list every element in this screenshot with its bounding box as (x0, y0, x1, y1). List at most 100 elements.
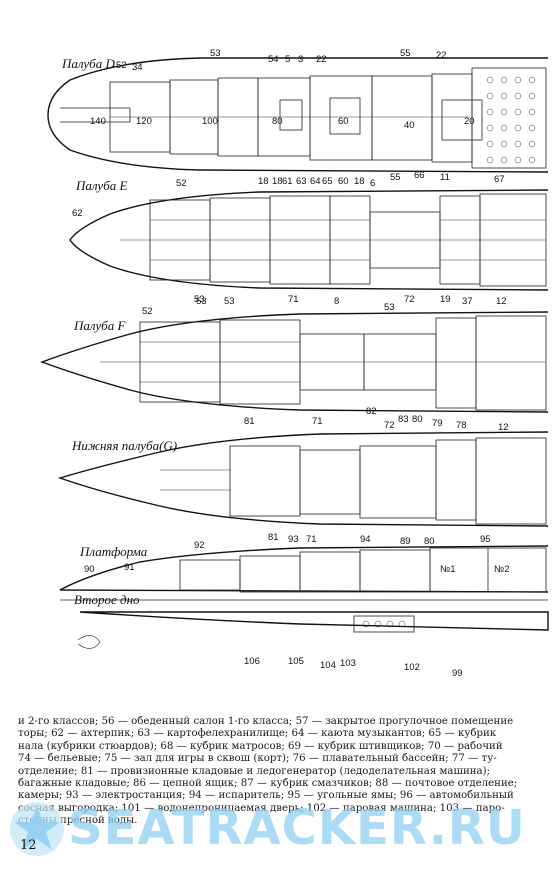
callout: 22 (316, 54, 327, 65)
callout: 79 (432, 418, 443, 429)
callout: 67 (494, 174, 505, 185)
legend-text: и 2-го классов; 56 — обеденный салон 1-г… (18, 716, 536, 828)
callout: 66 (414, 170, 425, 181)
legend-line: отделение; 81 — провизионные кладовые и … (18, 765, 491, 777)
callout: 11 (440, 172, 450, 183)
callout: 18 (258, 176, 269, 187)
callout: 93 (288, 534, 299, 545)
callout: 53 (194, 294, 205, 305)
deck-d-label: Палуба D (61, 56, 115, 71)
callout: 62 (72, 208, 83, 219)
callout: 140 (90, 116, 106, 127)
callout: 53 (196, 296, 207, 307)
callout: 60 (338, 116, 349, 127)
callout: 52 (142, 306, 153, 317)
callout: 6 (370, 178, 375, 189)
deck-plans-drawing: Палуба D 52 34 53 54 5 3 22 55 22 60 40 … (39, 48, 549, 679)
lower-deck-label: Нижняя палуба(G) (71, 438, 177, 453)
callout: 61 (282, 176, 293, 187)
callout: 83 (398, 414, 409, 425)
callout: 106 (244, 656, 260, 667)
callout: 55 (400, 48, 411, 59)
deck-f-callouts: 52 53 81 71 82 72 83 80 79 78 12 (142, 296, 509, 433)
callout: 53 (210, 48, 221, 59)
callout: 65 (322, 176, 333, 187)
second-bottom-label: Второе дно (74, 592, 140, 607)
page-number: 12 (20, 838, 37, 853)
lower-deck-plan: Нижняя палуба(G) 94 89 80 95 №1 №2 (57, 431, 549, 575)
watermark: SEATRACKER.RU (68, 800, 526, 856)
legend-line: сосная выгородка; 101 — водонепроницаема… (18, 802, 505, 814)
callout: 105 (288, 656, 304, 667)
callout: 95 (480, 534, 491, 545)
callout: 102 (404, 662, 420, 673)
callout: 80 (412, 414, 423, 425)
callout: 40 (404, 120, 415, 131)
callout: 34 (132, 62, 143, 73)
callout: 89 (400, 536, 411, 547)
callout: 71 (312, 416, 323, 427)
callout: 18 (272, 176, 283, 187)
callout: 72 (404, 294, 415, 305)
callout: 81 (268, 532, 279, 543)
deck-e-label: Палуба E (75, 178, 127, 193)
callout: 19 (440, 294, 451, 305)
callout: 52 (176, 178, 187, 189)
callout: 94 (360, 534, 371, 545)
deck-e-plan: Палуба E 52 18 18 62 67 53 53 71 8 53 72… (69, 174, 549, 313)
callout: 54 (268, 54, 279, 65)
callout: 53 (224, 296, 235, 307)
callout: 63 (296, 176, 307, 187)
callout: 60 (338, 176, 349, 187)
callout: 72 (384, 420, 395, 431)
callout: 91 (124, 562, 135, 573)
callout: 90 (84, 564, 95, 575)
legend-line: 74 — бельевые; 75 — зал для игры в сквош… (18, 753, 497, 765)
callout: 78 (456, 420, 467, 431)
deck-f-label: Палуба F (73, 318, 126, 333)
deck-e-callouts: 52 18 18 62 67 53 53 71 8 53 72 19 37 12 (72, 174, 507, 313)
legend-line: нала (кубрики стюардов); 68 — кубрик мат… (18, 740, 503, 752)
deck-d-plan: Палуба D 52 34 53 54 5 3 22 55 22 60 40 … (47, 48, 549, 189)
callout: 103 (340, 658, 356, 669)
callout: 12 (496, 296, 507, 307)
callout: 64 (310, 176, 321, 187)
deck-d-lower-callouts: 61 63 64 65 60 18 6 55 66 11 (282, 170, 450, 189)
callout: 52 (116, 60, 127, 71)
callout: 53 (384, 302, 395, 313)
callout: №1 (440, 564, 455, 575)
callout: 3 (298, 54, 303, 65)
callout: 104 (320, 660, 336, 671)
deck-d-callouts: 52 34 53 54 5 3 22 55 22 60 40 20 140 12… (90, 48, 475, 131)
callout: 71 (288, 294, 299, 305)
deck-f-plan: Палуба F 52 53 81 71 82 72 83 80 79 78 1… (39, 296, 549, 433)
platform-label: Платформа (79, 544, 148, 559)
logo-badge-icon (10, 802, 64, 856)
legend-line: торы; 62 — ахтерпик; 63 — картофелехрани… (18, 728, 497, 740)
legend-line: багажные кладовые; 86 — цепной ящик; 87 … (18, 778, 518, 790)
callout: №2 (494, 564, 509, 575)
legend-line: стерны пресной воды. (18, 815, 138, 827)
callout: 37 (462, 296, 473, 307)
lower-deck-callouts: 94 89 80 95 №1 №2 (360, 534, 509, 575)
callout: 22 (436, 50, 447, 61)
callout: 92 (194, 540, 205, 551)
callout: 71 (306, 534, 317, 545)
callout: 5 (285, 54, 290, 65)
callout: 82 (366, 406, 377, 417)
legend-line: камеры; 93 — электростанция; 94 — испари… (18, 790, 514, 802)
callout: 55 (390, 172, 401, 183)
callout: 81 (244, 416, 255, 427)
callout: 99 (452, 668, 463, 679)
callout: 80 (272, 116, 283, 127)
callout: 8 (334, 296, 339, 307)
callout: 80 (424, 536, 435, 547)
platform-plan: Платформа Второе дно 92 81 93 71 90 91 1… (59, 532, 549, 679)
callout: 12 (498, 422, 509, 433)
platform-callouts: 92 81 93 71 90 91 106 105 104 103 102 99 (84, 532, 463, 679)
callout: 100 (202, 116, 218, 127)
callout: 18 (354, 176, 365, 187)
legend-line: и 2-го классов; 56 — обеденный салон 1-г… (18, 716, 514, 727)
callout: 120 (136, 116, 152, 127)
callout: 20 (464, 116, 475, 127)
